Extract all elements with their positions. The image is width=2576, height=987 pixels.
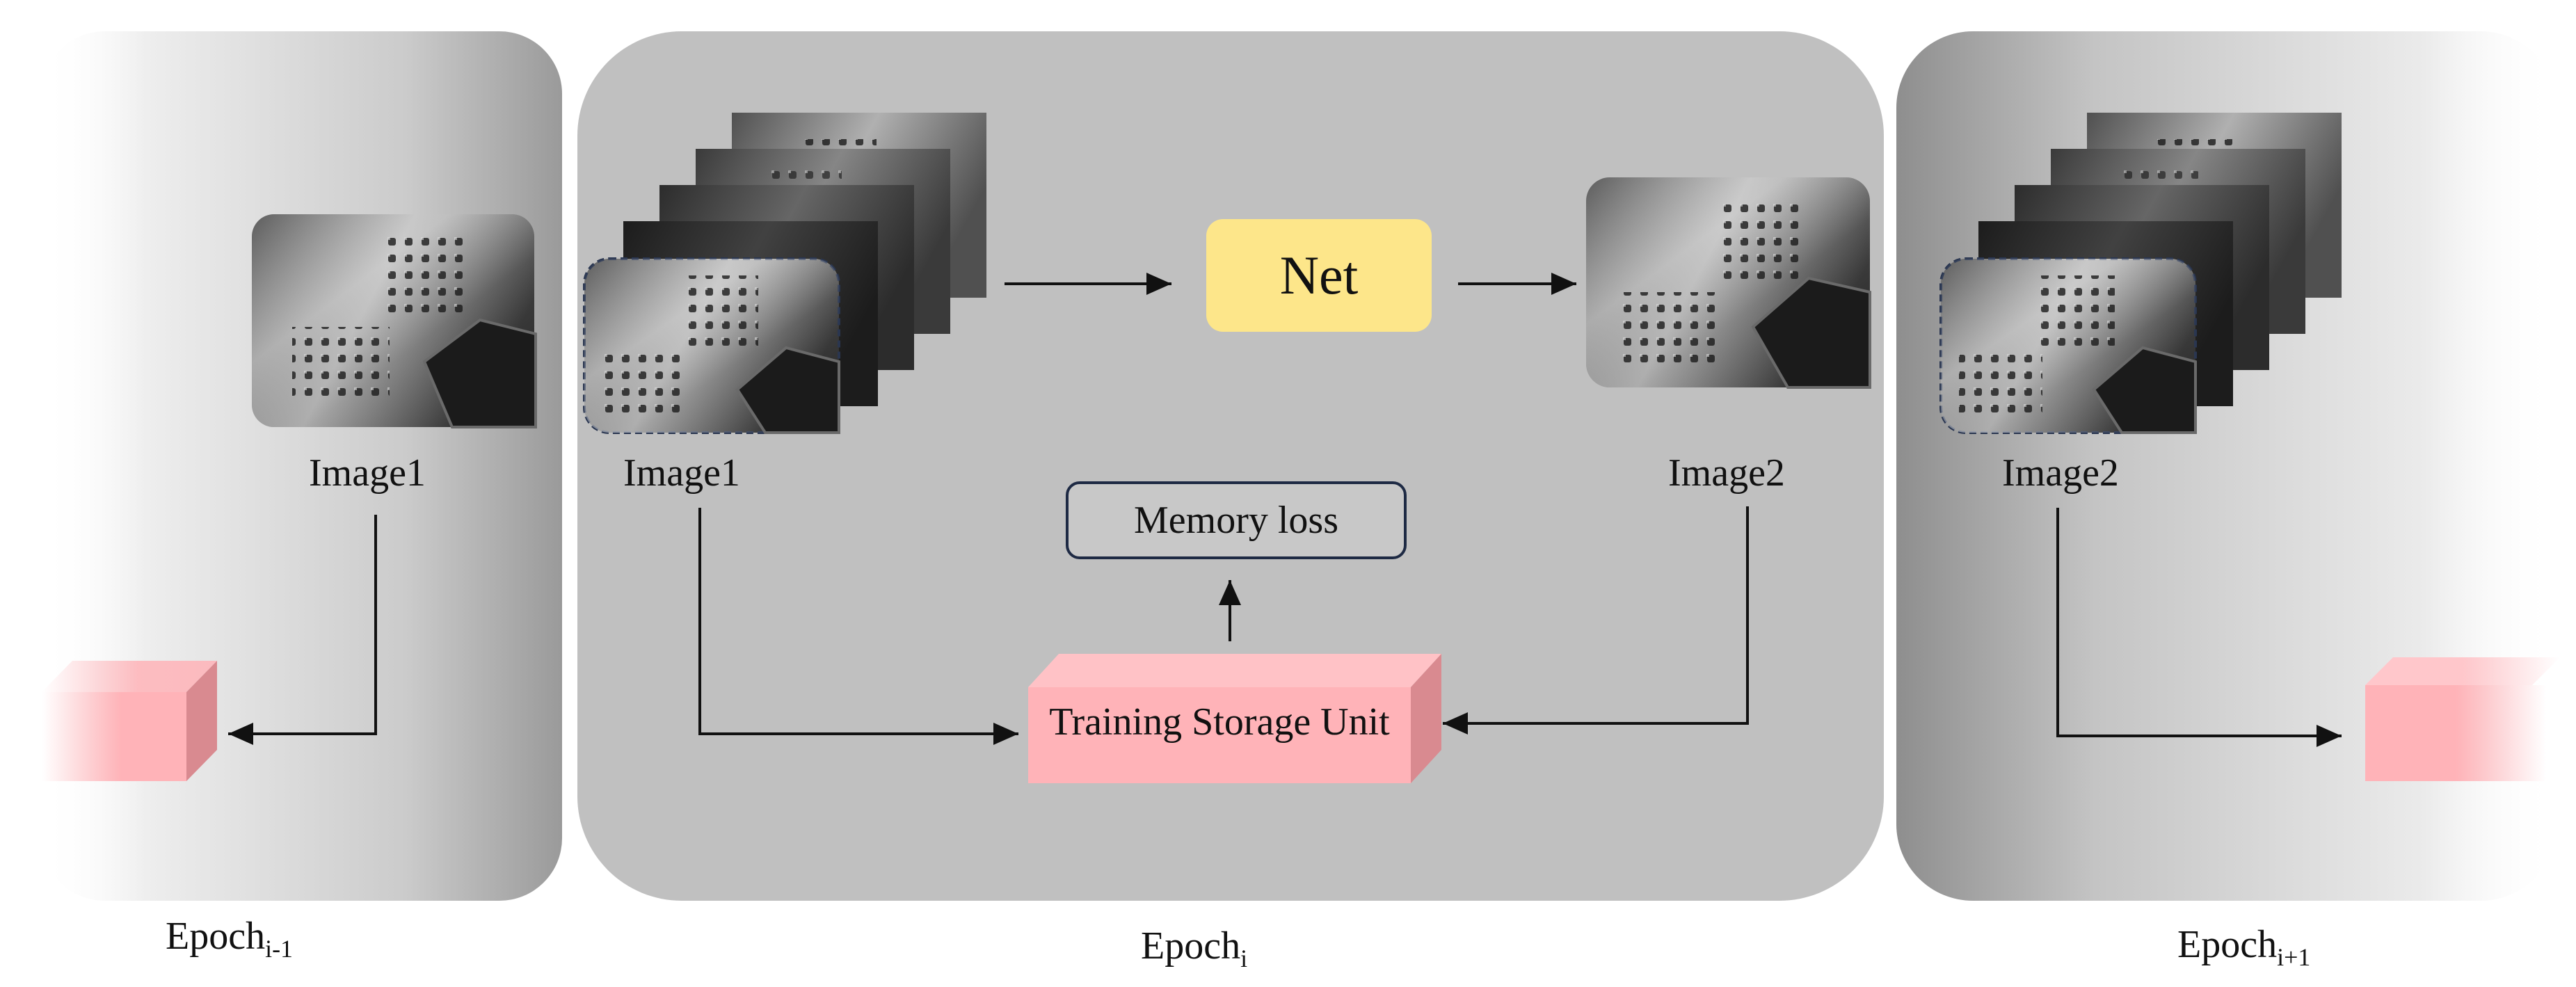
epoch-current-label: Epochi xyxy=(1141,926,1247,971)
epoch-current-base: Epoch xyxy=(1141,924,1241,968)
right-image2-label: Image2 xyxy=(2002,451,2119,495)
net-box: Net xyxy=(1206,219,1432,332)
left-image1-photo xyxy=(252,214,537,428)
epoch-next-label: Epochi+1 xyxy=(2177,925,2310,970)
left-storage-cube xyxy=(42,661,217,781)
arrow-image1-to-storage xyxy=(698,508,1018,745)
connectors xyxy=(228,273,2342,747)
epoch-next-base: Epoch xyxy=(2177,923,2278,966)
arrow-right-image-to-cube xyxy=(2056,508,2342,747)
center-image2-label: Image2 xyxy=(1668,451,1785,495)
memory-loss-box: Memory loss xyxy=(1066,481,1407,559)
center-image1-stack xyxy=(583,113,986,434)
training-storage-unit-cube xyxy=(1028,654,1441,783)
epoch-next-subscript: i+1 xyxy=(2277,943,2311,971)
training-storage-unit-label: Training Storage Unit xyxy=(1049,700,1390,744)
center-image1-label: Image1 xyxy=(623,451,740,495)
epoch-prev-label: Epochi-1 xyxy=(166,917,293,961)
left-image1-label: Image1 xyxy=(309,451,426,495)
arrow-left-image-to-cube xyxy=(228,515,377,745)
center-image2-photo xyxy=(1586,177,1871,389)
epoch-prev-subscript: i-1 xyxy=(265,935,294,963)
epoch-current-subscript: i xyxy=(1240,945,1248,972)
epoch-prev-base: Epoch xyxy=(166,915,266,958)
right-storage-cube xyxy=(2365,657,2560,781)
arrow-image2-to-storage xyxy=(1443,506,1749,735)
right-image2-stack xyxy=(1939,113,2342,434)
